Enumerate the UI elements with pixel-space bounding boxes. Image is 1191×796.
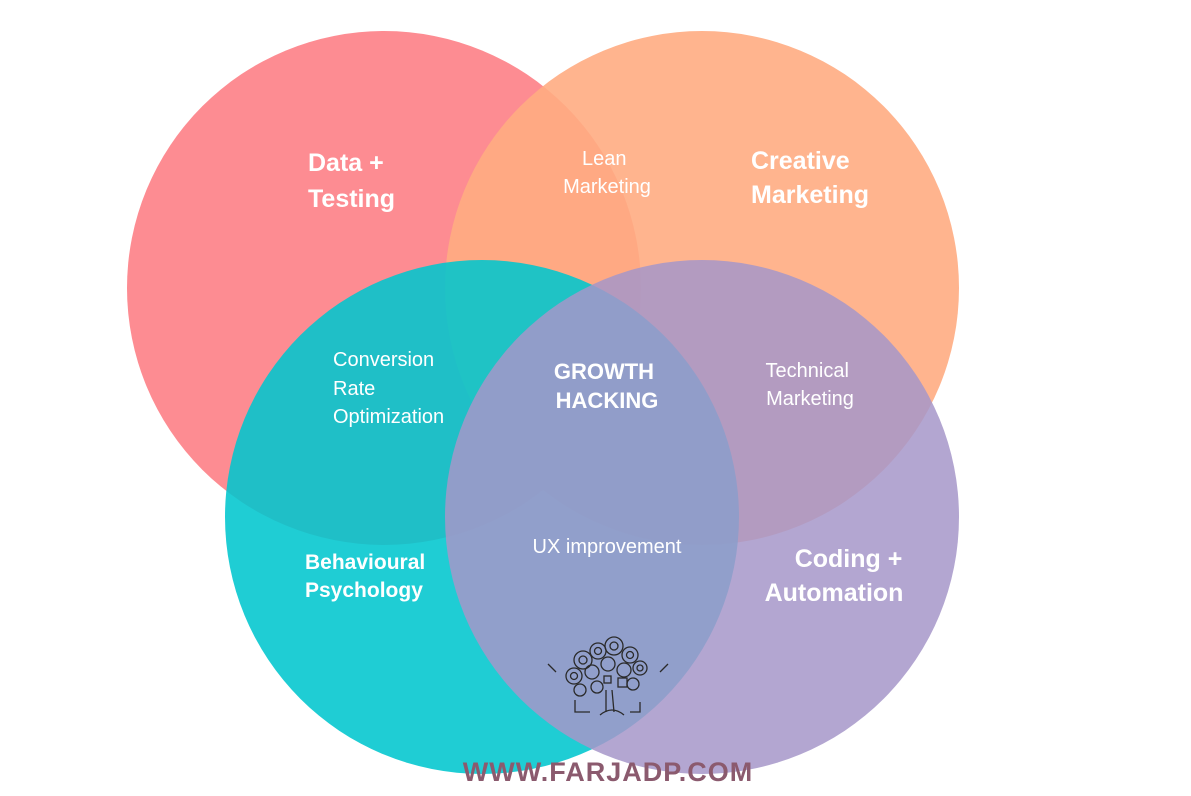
label-conversion-rate-optimization: Conversion Rate Optimization bbox=[333, 349, 444, 428]
coding-automation-circle bbox=[445, 260, 959, 774]
label-behavioural-psychology: Behavioural Psychology bbox=[305, 551, 431, 602]
tree-logo-icon bbox=[547, 636, 669, 716]
label-ux-improvement: UX improvement bbox=[533, 536, 682, 558]
label-growth-hacking: GROWTH HACKING bbox=[554, 359, 660, 413]
label-data-testing: Data + Testing bbox=[308, 149, 395, 213]
label-coding-automation: Coding + Automation bbox=[765, 545, 910, 607]
label-lean-marketing: Lean Marketing bbox=[563, 148, 651, 198]
label-creative-marketing: Creative Marketing bbox=[751, 147, 869, 209]
label-technical-marketing: Technical Marketing bbox=[766, 360, 855, 410]
website-url: WWW.FARJADP.COM bbox=[463, 757, 754, 787]
